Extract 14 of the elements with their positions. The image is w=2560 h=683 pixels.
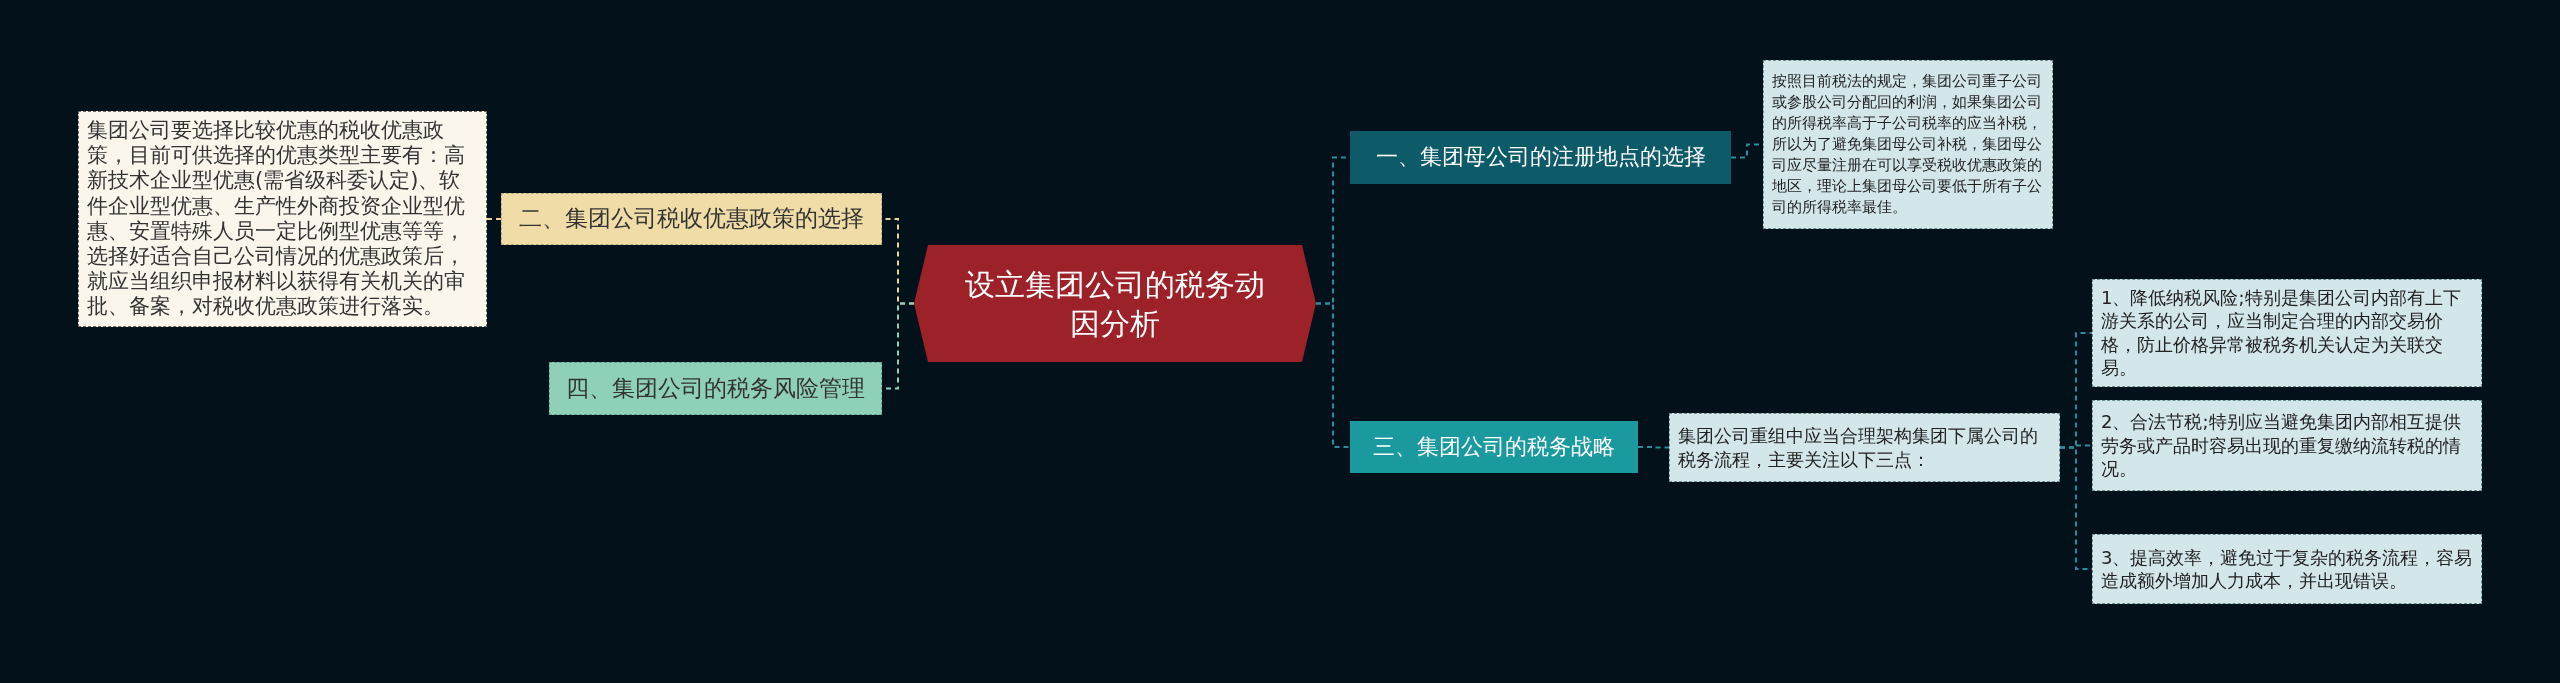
note-box: 集团公司重组中应当合理架构集团下属公司的税务流程，主要关注以下三点： — [1669, 413, 2060, 482]
connector — [1637, 446, 1670, 449]
note-box: 2、合法节税;特别应当避免集团内部相互提供劳务或产品时容易出现的重复缴纳流转税的情况。 — [2092, 400, 2482, 491]
branch-box: 二、集团公司税收优惠政策的选择 — [501, 193, 882, 245]
connector — [486, 218, 502, 220]
note-box: 按照目前税法的规定，集团公司重子公司或参股公司分配回的利润，如果集团公司的所得税率高于子公司税率的应当补税，所以为了避免集团母公司补税，集团母公司应尽量注册在可以享受税收优惠政策的地区，理论上集团母公司要低于所有子公司的所得税率最佳。 — [1763, 60, 2053, 229]
connector — [1315, 302, 1351, 448]
branch-box: 三、集团公司的税务战略 — [1350, 421, 1638, 473]
topic-hexagon: 设立集团公司的税务动因分析 — [914, 245, 1316, 362]
branch-box: 一、集团母公司的注册地点的选择 — [1350, 131, 1731, 184]
note-box: 集团公司要选择比较优惠的税收优惠政策，目前可供选择的优惠类型主要有：高新技术企业型优惠(需省级科委认定)、软件企业型优惠、生产性外商投资企业型优惠、安置特殊人员一定比例型优惠等等，选择好适合自己公司情况的优惠政策后，就应当组织申报材料以获得有关机关的审批、备案，对税收优惠政策进行落实。 — [78, 111, 487, 327]
note-box: 1、降低纳税风险;特别是集团公司内部有上下游关系的公司，应当制定合理的内部交易价格，防止价格异常被税务机关认定为关联交易。 — [2092, 279, 2482, 387]
branch-box: 四、集团公司的税务风险管理 — [549, 362, 882, 415]
note-box: 3、提高效率，避免过于复杂的税务流程，容易造成额外增加人力成本，并出现错误。 — [2092, 534, 2482, 604]
